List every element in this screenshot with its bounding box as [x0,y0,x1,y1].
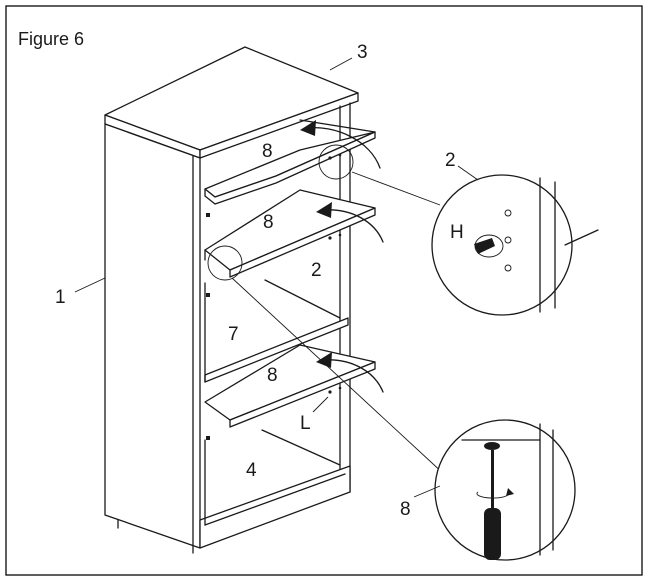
fixed-shelf-depth [264,279,341,319]
detail-view-screw [434,419,576,561]
insert-arrow-icon [316,202,384,243]
bottom-plinth [199,465,351,549]
detail-marker-middle [207,245,243,281]
figure-frame [5,5,643,576]
side-hole [206,293,210,297]
shelf-top-guide [299,119,376,133]
callout-back-panel: 2 [311,260,322,281]
screwdriver-handle-icon [484,508,501,560]
figure-title: Figure 6 [18,29,84,49]
callout-shelf-lower: 8 [267,365,278,386]
svg-text:2: 2 [445,150,456,171]
insert-arrow-icon [300,120,381,169]
screwdriver-shaft-icon [491,450,494,508]
top-panel-right-edge [199,92,359,159]
pin-icon [474,238,495,254]
side-hole [206,436,210,440]
callout-detail-panel: 2 [445,150,479,181]
bookcase-drawing [104,46,384,554]
left-side-panel [104,123,201,549]
detail-leader [231,277,446,476]
callout-pin: L [300,396,329,434]
callout-bottom-shelf: 4 [246,460,257,481]
detail-view-hole [431,174,599,316]
shelf-lower-edge [229,361,376,428]
svg-text:L: L [300,413,311,434]
detail-leader [351,171,441,206]
svg-text:1: 1 [55,287,66,308]
bottom-compartment-depth [261,429,341,466]
callout-shelf-middle: 8 [263,212,274,233]
detail-marker-top [318,144,354,180]
svg-text:H: H [450,222,464,243]
callout-side-panel: 1 [55,277,106,308]
shelf-top-edge [204,131,376,205]
svg-text:8: 8 [400,499,411,520]
bottom-shelf-front [204,473,346,526]
pin-holes [328,153,342,394]
side-hole [206,213,210,217]
insert-arrow-icon [316,352,384,393]
shelf-middle-edge [229,207,376,278]
callout-hole: H [450,222,464,243]
callout-detail-shelf: 8 [400,485,441,520]
callout-top-panel: 3 [329,42,368,71]
svg-text:3: 3 [357,42,368,63]
callout-shelf-top: 8 [262,141,273,162]
callout-fixed-shelf: 7 [228,324,239,345]
